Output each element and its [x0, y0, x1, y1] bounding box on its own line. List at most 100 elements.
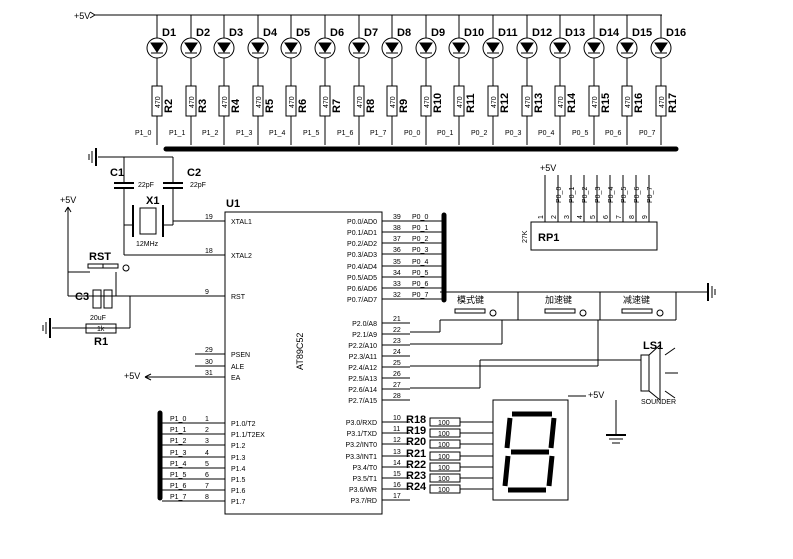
led-label: D12 [532, 27, 552, 39]
pin-name: P0.6/AD6 [347, 286, 377, 293]
resistor-value: 470 [323, 96, 330, 108]
add-key-button[interactable] [544, 308, 576, 314]
resistor-value: 470 [625, 96, 632, 108]
r1-value: 1k [97, 326, 105, 333]
pin-name: XTAL2 [231, 253, 252, 260]
net-label: P0_5 [621, 187, 628, 203]
pin-name: P0.7/AD7 [347, 297, 377, 304]
pin-name: P3.6/WR [349, 487, 377, 494]
led-label: D1 [162, 27, 176, 39]
x1-label: X1 [146, 195, 159, 207]
pin-number: 28 [393, 393, 401, 400]
net-label: P1_0 [135, 130, 151, 137]
net-label: P1_3 [170, 450, 186, 457]
resistor-label: R4 [230, 98, 242, 113]
sounder-ref: LS1 [643, 340, 663, 352]
rp1-pin-number: 3 [564, 215, 571, 219]
rp1-value: 27K [522, 230, 529, 243]
resistor-label: R12 [499, 93, 511, 113]
rp1-pin: 3P0_1 [564, 175, 576, 222]
rp1-pin: 7P0_5 [616, 175, 628, 222]
net-label: P0_3 [595, 187, 602, 203]
r1-label: R1 [94, 336, 108, 348]
net-label: P1_4 [170, 461, 186, 468]
resistor-label: R6 [297, 99, 309, 113]
diode-icon [217, 42, 231, 53]
pin-number: 32 [393, 292, 401, 299]
led-label: D13 [565, 27, 585, 39]
rst-button-label: RST [89, 251, 111, 263]
c2-value: 22pF [190, 182, 206, 189]
mcu-left-pins: 19XTAL118XTAL29RST29PSEN30ALE31EA1P1.0/T… [162, 214, 265, 506]
net-label: P0_7 [639, 130, 655, 137]
vcc-label-rp1: +5V [540, 163, 556, 173]
net-label: P0_0 [404, 130, 420, 137]
diode-icon [385, 42, 399, 53]
diode-icon [553, 42, 567, 53]
mcu-ref: U1 [226, 198, 240, 210]
rp1-label: RP1 [538, 232, 559, 244]
led-label: D5 [296, 27, 310, 39]
segment-resistor-label: R18 [406, 414, 426, 426]
net-label: P0_4 [538, 130, 554, 137]
mode-key-button[interactable] [454, 308, 486, 314]
resistor-label: R7 [331, 99, 343, 113]
add-key-label: 加速键 [545, 294, 572, 305]
led-label: D16 [666, 27, 686, 39]
pin-name: ALE [231, 364, 245, 371]
resistor-label: R11 [465, 93, 477, 113]
pin-name: P2.7/A15 [348, 398, 377, 405]
vcc-rail-top: +5V [74, 11, 662, 21]
pin-number: 19 [205, 214, 213, 221]
pin-number: 36 [393, 247, 401, 254]
resistor-value: 470 [155, 96, 162, 108]
diode-icon [486, 42, 500, 53]
vcc-label-top: +5V [74, 11, 90, 21]
net-label: P1_1 [169, 130, 185, 137]
c3-value: 20uF [90, 315, 106, 322]
mcu-pin: 4P1.3P1_3 [162, 450, 246, 462]
sub-key-button[interactable] [621, 308, 653, 314]
pin-number: 30 [205, 359, 213, 366]
pin-number: 4 [205, 450, 209, 457]
resistor-label: R9 [398, 99, 410, 113]
led-label: D2 [196, 27, 210, 39]
pin-name: P0.5/AD5 [347, 275, 377, 282]
pin-name: P0.2/AD2 [347, 241, 377, 248]
diode-icon [654, 42, 668, 53]
resistor-label: R16 [633, 93, 645, 113]
sounder-ls1: LS1 SOUNDER [410, 340, 678, 406]
pin-number: 37 [393, 236, 401, 243]
net-label: P1_7 [370, 130, 386, 137]
mcu-u1: U1 AT89C52 [224, 198, 383, 515]
resistor-label: R3 [197, 99, 209, 113]
pin-name: P2.4/A12 [348, 365, 377, 372]
mcu-right-pins: 39P0.0/AD0P0_038P0.1/AD1P0_137P0.2/AD2P0… [345, 214, 442, 505]
pin-name: P0.1/AD1 [347, 230, 377, 237]
diode-icon [520, 42, 534, 53]
mcu-part: AT89C52 [295, 333, 305, 370]
diode-icon [284, 42, 298, 53]
segment-resistor-label: R20 [406, 436, 426, 448]
pin-number: 35 [393, 259, 401, 266]
ea-vcc: +5V [124, 371, 225, 381]
rp1-pin-number: 1 [538, 215, 545, 219]
led-label: D14 [599, 27, 620, 39]
